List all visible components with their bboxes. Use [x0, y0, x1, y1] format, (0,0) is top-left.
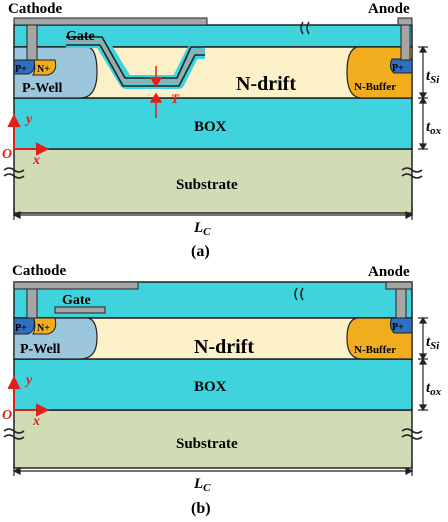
length-label: LC — [193, 220, 211, 238]
p-well-label: P-Well — [22, 81, 63, 96]
panel-a: Cathode Anode Gate P+ N+ P-Well N-drift … — [2, 1, 442, 260]
anode-metal-top — [397, 17, 413, 26]
n-drift-label: N-drift — [194, 336, 254, 358]
cathode-metal-via — [26, 288, 38, 319]
break-mark-top — [294, 287, 304, 301]
length-marker-b — [12, 462, 414, 476]
break-mark-left — [3, 428, 25, 440]
p-plus-right-region — [389, 317, 413, 334]
cathode-label: Cathode — [12, 263, 67, 279]
planar-gate — [54, 306, 106, 314]
box-layer — [13, 97, 413, 150]
axes-a — [7, 113, 50, 156]
substrate-label: Substrate — [176, 177, 238, 193]
anode-metal-via — [395, 288, 407, 319]
t-si-label: tSi — [426, 334, 440, 352]
p-plus-right-label: P+ — [392, 322, 404, 333]
t-ox-label: tox — [426, 119, 442, 137]
p-plus-right-label: P+ — [392, 63, 404, 74]
origin-label: O — [2, 408, 12, 423]
p-plus-left-label: P+ — [15, 323, 27, 334]
y-axis-label: y — [24, 112, 33, 127]
x-axis-label: x — [32, 414, 40, 429]
n-buffer-label: N-Buffer — [354, 344, 396, 356]
substrate-layer — [13, 148, 413, 214]
anode-metal-top — [385, 281, 413, 290]
p-plus-right-region — [389, 58, 413, 74]
thickness-markers-a — [418, 45, 428, 151]
y-axis-label: y — [24, 373, 33, 388]
p-plus-left-label: P+ — [15, 64, 27, 75]
box-label: BOX — [194, 379, 227, 395]
trench-gate-inner — [66, 44, 205, 87]
length-marker-a — [12, 206, 414, 220]
box-layer — [13, 358, 413, 411]
substrate-label: Substrate — [176, 436, 238, 452]
origin-label: O — [2, 147, 12, 162]
n-buffer-label: N-Buffer — [354, 81, 396, 93]
box-label: BOX — [194, 119, 227, 135]
n-drift-label: N-drift — [236, 73, 296, 95]
trench-depth-marker — [149, 66, 163, 118]
trench-depth-label: T — [171, 91, 180, 106]
n-plus-label: N+ — [37, 323, 50, 334]
trench-gate-poly — [66, 39, 205, 84]
gate-label: Gate — [66, 29, 95, 44]
t-si-label: tSi — [426, 68, 440, 86]
panel-b: Cathode Anode Gate P+ N+ P-Well N-drift … — [2, 263, 442, 517]
cathode-metal-top — [13, 281, 139, 290]
t-ox-label: tox — [426, 380, 442, 398]
x-axis-label: x — [32, 153, 40, 168]
cathode-label: Cathode — [8, 1, 63, 17]
break-mark-top — [300, 21, 310, 35]
anode-metal-via — [400, 24, 411, 61]
cathode-metal-via — [26, 24, 38, 61]
cathode-metal-top — [13, 17, 208, 26]
axes-b — [7, 375, 50, 417]
caption-b: (b) — [191, 500, 211, 517]
n-plus-label: N+ — [37, 64, 50, 75]
n-plus-region — [32, 317, 57, 335]
break-mark-right — [401, 428, 423, 440]
caption-a: (a) — [191, 243, 210, 260]
thickness-markers-b — [418, 316, 428, 412]
anode-label: Anode — [368, 264, 410, 280]
length-label: LC — [193, 476, 211, 494]
break-mark-left — [3, 167, 25, 179]
break-mark-right — [401, 167, 423, 179]
anode-label: Anode — [368, 1, 410, 17]
substrate-layer — [13, 409, 413, 469]
p-well-label: P-Well — [20, 342, 61, 357]
gate-label: Gate — [62, 293, 91, 308]
n-plus-region — [32, 59, 57, 76]
